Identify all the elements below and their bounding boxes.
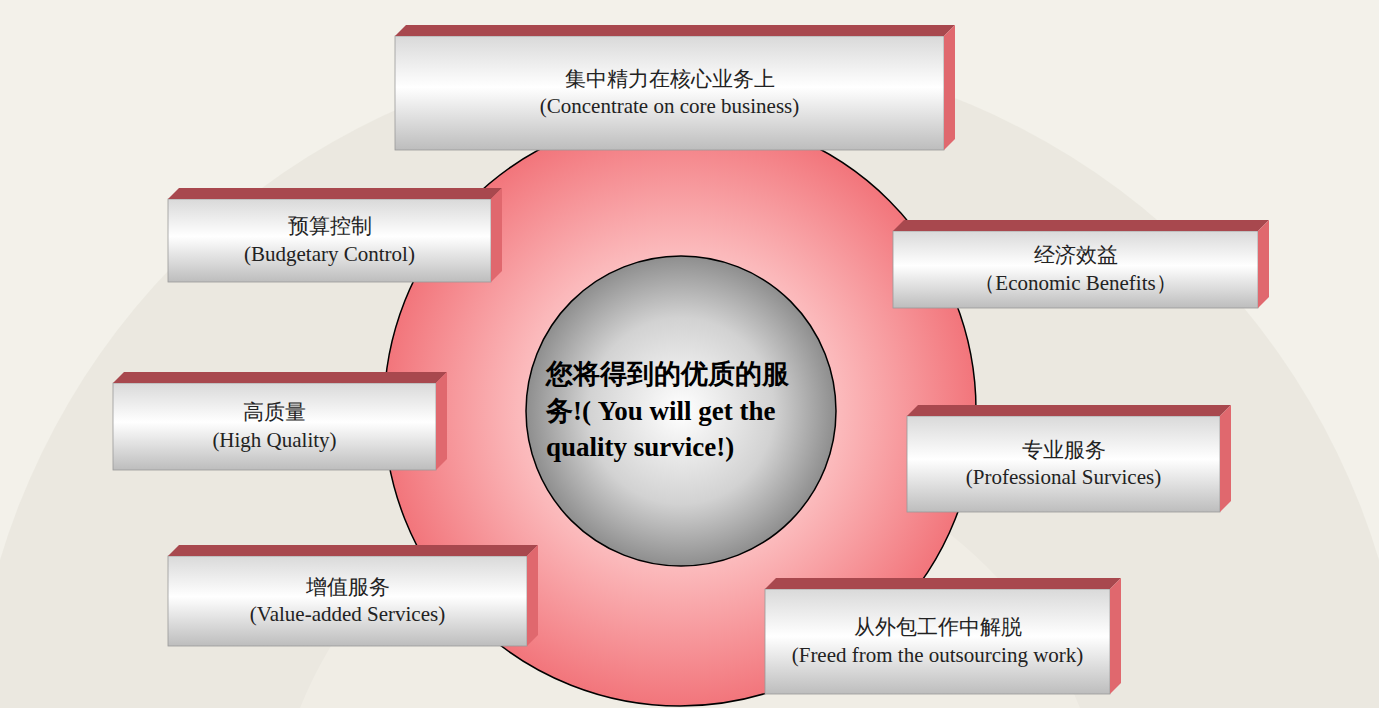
chinese-label: 高质量 [127, 399, 422, 426]
box-top-bevel [893, 220, 1269, 231]
box-side-bevel [1258, 220, 1269, 308]
center-circle: 您将得到的优质的服务!( You will get the quality su… [525, 255, 837, 567]
box-content: 从外包工作中解脱(Freed from the outsourcing work… [765, 578, 1110, 675]
benefit-box: 从外包工作中解脱(Freed from the outsourcing work… [765, 578, 1121, 694]
chinese-label: 您将得到的优质的服务!( You will get the quality su… [546, 356, 816, 465]
box-content: 经济效益（Economic Benefits） [893, 220, 1258, 303]
box-content: 增值服务(Value-added Services) [168, 545, 527, 634]
english-label: (Budgetary Control) [182, 241, 477, 268]
english-label: (Concentrate on core business) [409, 93, 930, 120]
english-label: (Value-added Services) [182, 601, 513, 628]
chinese-label: 经济效益 [907, 242, 1244, 269]
box-content: 集中精力在核心业务上(Concentrate on core business) [395, 25, 944, 126]
box-face [168, 199, 491, 282]
box-content: 高质量(High Quality) [113, 372, 436, 460]
chinese-label: 专业服务 [921, 437, 1206, 464]
english-label: (Professional Survices) [921, 464, 1206, 491]
box-side-bevel [527, 545, 538, 646]
english-label: (High Quality) [127, 427, 422, 454]
box-top-bevel [395, 25, 955, 36]
chinese-label: 增值服务 [182, 574, 513, 601]
box-top-bevel [113, 372, 447, 383]
chinese-label: 从外包工作中解脱 [779, 614, 1096, 641]
benefit-box: 预算控制(Budgetary Control) [168, 188, 502, 282]
box-side-bevel [491, 188, 502, 282]
box-top-bevel [907, 405, 1231, 416]
english-label: (Freed from the outsourcing work) [779, 642, 1096, 669]
english-label: （Economic Benefits） [907, 270, 1244, 297]
box-side-bevel [436, 372, 447, 470]
chinese-label: 预算控制 [182, 213, 477, 240]
box-face [395, 36, 944, 150]
box-content: 专业服务(Professional Survices) [907, 405, 1220, 497]
box-face [893, 231, 1258, 308]
box-content: 预算控制(Budgetary Control) [168, 188, 491, 274]
box-face [907, 416, 1220, 512]
box-top-bevel [168, 188, 502, 199]
box-face [113, 383, 436, 470]
chinese-label: 集中精力在核心业务上 [409, 66, 930, 93]
box-side-bevel [944, 25, 955, 150]
box-content: 您将得到的优质的服务!( You will get the quality su… [525, 255, 837, 567]
box-face [168, 556, 527, 646]
box-top-bevel [168, 545, 538, 556]
box-side-bevel [1110, 578, 1121, 694]
benefit-box: 专业服务(Professional Survices) [907, 405, 1231, 512]
benefit-box: 高质量(High Quality) [113, 372, 447, 470]
box-face [765, 589, 1110, 694]
box-side-bevel [1220, 405, 1231, 512]
benefit-box: 经济效益（Economic Benefits） [893, 220, 1269, 308]
circle-fill [526, 256, 836, 566]
benefit-box: 集中精力在核心业务上(Concentrate on core business) [395, 25, 955, 150]
box-top-bevel [765, 578, 1121, 589]
benefit-box: 增值服务(Value-added Services) [168, 545, 538, 646]
